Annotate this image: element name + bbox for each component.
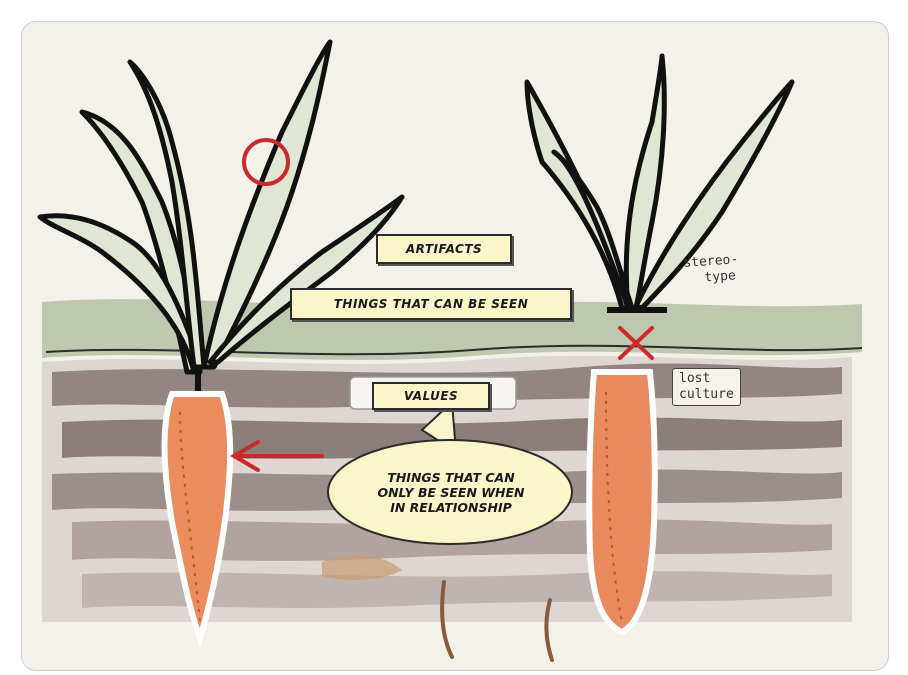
values-label: VALUES (372, 382, 490, 410)
right-plant-leaves (527, 56, 792, 308)
things-seen-label: THINGS THAT CAN BE SEEN (290, 288, 572, 320)
bubble-line-1: THINGS THAT CAN (338, 470, 564, 485)
stereotype-note: stereo- type (683, 252, 740, 288)
artifacts-label: ARTIFACTS (376, 234, 512, 264)
lost-culture-line-2: culture (679, 387, 734, 403)
iceberg-carrot-illustration (22, 22, 888, 670)
bubble-text: THINGS THAT CAN ONLY BE SEEN WHEN IN REL… (338, 470, 564, 515)
sketch-frame: ARTIFACTS THINGS THAT CAN BE SEEN VALUES… (22, 22, 888, 670)
right-carrot (589, 372, 655, 632)
lost-culture-note: lost culture (672, 368, 741, 406)
lost-culture-line-1: lost (679, 371, 734, 387)
bubble-line-2: ONLY BE SEEN WHEN (338, 485, 564, 500)
bubble-line-3: IN RELATIONSHIP (338, 500, 564, 515)
